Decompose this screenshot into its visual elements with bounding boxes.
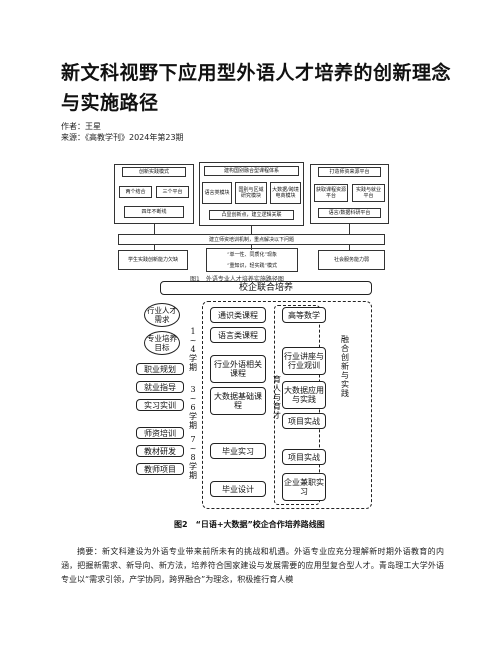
article-source: 来源：《高教学刊》2024年第23期	[61, 133, 184, 142]
fig1-arrow	[349, 245, 350, 250]
fig1-arrow	[154, 245, 155, 250]
fig2-mid-box: 语言类课程	[210, 327, 266, 343]
fig1-arrow	[349, 224, 350, 234]
figure-1: 创新实践模式 两个结合 三个平台 四年不断线 建构国别融合型课程体系 语言类模块…	[114, 162, 389, 272]
fig2-right-box: 项目实战	[282, 449, 326, 465]
fig1-mid-footer: 凸显创新点，建立逻辑关联	[209, 210, 294, 220]
fig1-left-group	[114, 164, 194, 224]
fig2-mid-box: 行业外语相关课程	[210, 355, 266, 383]
fig2-dashed-frame	[202, 301, 372, 509]
fig1-left-item: 三个平台	[156, 186, 189, 198]
fig2-oval: 行业人才需求	[144, 303, 180, 327]
article-author: 作者：王星	[61, 122, 101, 131]
fig2-mid-box: 毕业设计	[210, 481, 266, 497]
fig1-bottom-right: 社会服务能力弱	[318, 250, 385, 270]
fig2-v-label-2: 融合创新与实践	[341, 335, 349, 398]
article-title: 新文科视野下应用型外语人才培养的创新理念与实施路径	[61, 62, 452, 114]
article-abstract: 摘要：新文科建设为外语专业带来前所未有的挑战和机遇。外语专业应充分理解新时期外语…	[61, 547, 444, 584]
fig1-right-item: 获取课程资源平台	[314, 184, 348, 202]
fig2-left-box: 师资培训	[136, 427, 184, 439]
fig2-v-label-1: 育人与育才	[273, 375, 281, 420]
fig1-right-header: 打造师资来源平台	[318, 167, 381, 177]
fig1-bottom-mid-1: “单一性、同质化”现象	[209, 250, 295, 259]
fig2-top: 校企联合培养	[160, 281, 372, 295]
fig2-stage-2: 3~6学期	[189, 385, 197, 430]
fig2-right-box: 项目实战	[282, 413, 326, 429]
fig1-right-group	[310, 164, 389, 224]
fig1-bar: 建立师资培训机制，重点解决以下问题	[118, 234, 385, 245]
fig2-left-box: 教材研发	[136, 445, 184, 457]
fig1-bottom-left: 学生实践创新能力欠缺	[118, 250, 188, 270]
fig1-left-item: 四年不断线	[124, 206, 184, 218]
fig1-bottom-mid-group	[206, 248, 298, 272]
fig1-mid-header: 建构国别融合型课程体系	[204, 166, 299, 176]
fig2-mid-box: 通识类课程	[210, 307, 266, 323]
fig1-mid-item: 大数据/跨境电商模块	[270, 182, 301, 204]
fig2-mid-box: 大数据基础课程	[210, 387, 266, 415]
figure-1-caption: 图1 外语专业人才培养实施路径图	[190, 276, 284, 283]
fig2-left-box: 就业指导	[136, 381, 184, 393]
fig1-left-item: 两个结合	[119, 186, 152, 198]
fig1-left-header: 创新实践模式	[122, 167, 186, 177]
fig2-stage-3: 7~8学期	[189, 435, 197, 480]
fig2-left-box: 教师项目	[136, 463, 184, 475]
fig2-right-box: 行业讲座与行业观训	[282, 347, 326, 375]
fig2-mid-box: 毕业实习	[210, 443, 266, 459]
fig1-arrow	[251, 226, 252, 234]
fig2-right-box: 企业兼职实习	[282, 473, 326, 501]
fig1-right-footer: 语言/数据科研平台	[318, 208, 381, 218]
fig2-right-box: 大数据应用与实践	[282, 381, 326, 409]
fig1-right-item: 实践与就业平台	[352, 184, 385, 202]
fig1-arrow	[154, 224, 155, 234]
fig2-oval: 专业培养目标	[144, 331, 180, 355]
fig2-left-box: 职业规划	[136, 363, 184, 375]
fig1-mid-group	[199, 162, 304, 226]
fig1-mid-item: 国别与区域研究模块	[235, 182, 267, 204]
fig2-left-box: 实习实训	[136, 399, 184, 411]
fig2-right-box: 高等数学	[282, 307, 326, 323]
figure-2: 校企联合培养 行业人才需求 专业培养目标 职业规划 就业指导 实习实训 师资培训…	[132, 275, 372, 513]
fig1-bottom-mid-2: “重知识，轻实践”模式	[209, 261, 295, 270]
fig2-stage-1: 1~4学期	[189, 327, 197, 372]
fig1-arrow	[251, 245, 252, 250]
fig1-mid-item: 语言类模块	[202, 182, 232, 204]
figure-2-caption: 图2 “日语+大数据”校企合作培养路线图	[174, 520, 325, 529]
